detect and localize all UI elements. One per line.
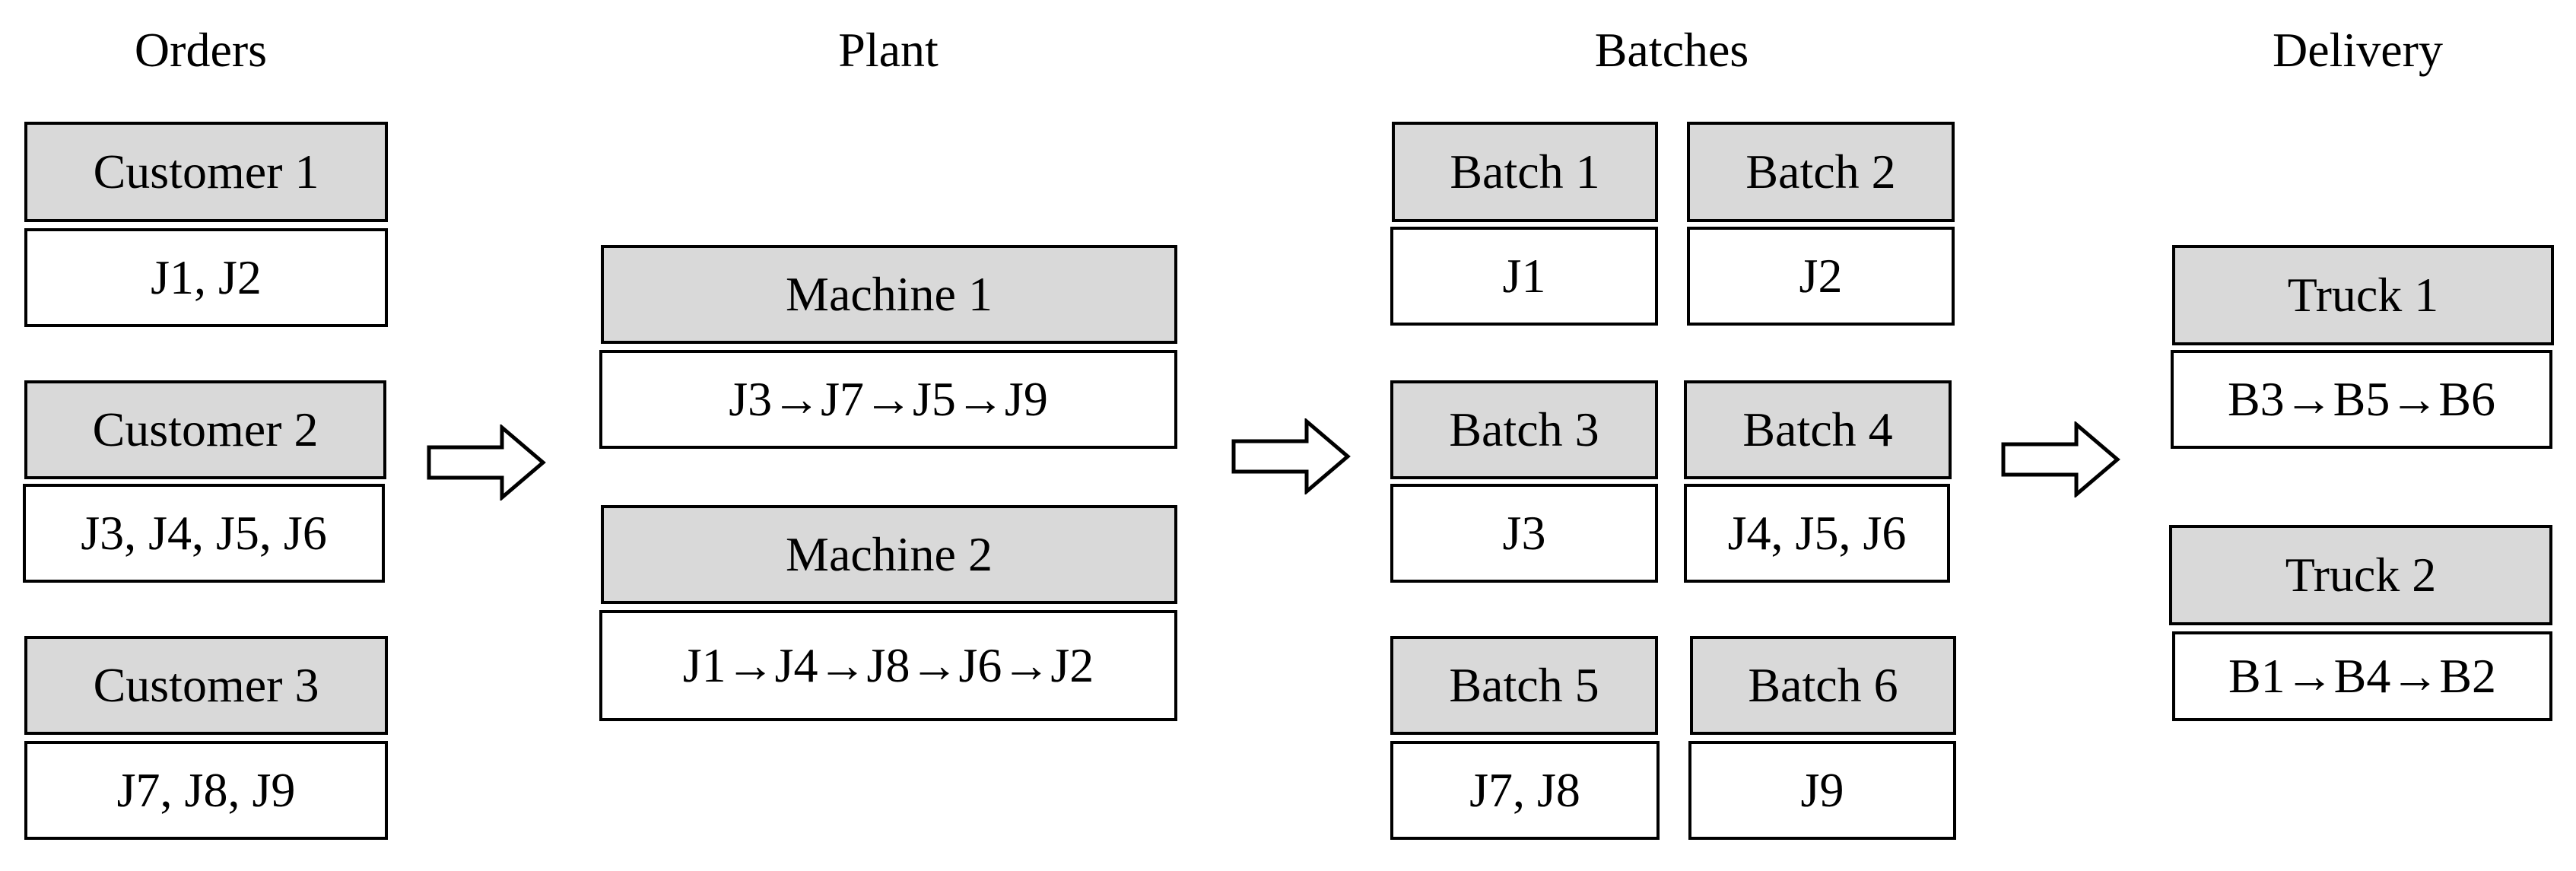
batch-6-jobs: J9 xyxy=(1688,741,1956,840)
batch-4-jobs: J4, J5, J6 xyxy=(1684,484,1950,583)
batch-6-header: Batch 6 xyxy=(1690,636,1956,735)
batch-3-jobs: J3 xyxy=(1390,484,1658,583)
customer-2-header: Customer 2 xyxy=(24,380,386,479)
heading-orders: Orders xyxy=(134,23,268,77)
batch-5-header: Batch 5 xyxy=(1390,636,1658,735)
machine-2-header: Machine 2 xyxy=(601,505,1177,604)
customer-3-header: Customer 3 xyxy=(24,636,388,735)
machine-1-header: Machine 1 xyxy=(601,245,1177,344)
machine-1-sequence: J3→J7→J5→J9 xyxy=(599,350,1177,449)
machine-2-sequence: J1→J4→J8→J6→J2 xyxy=(599,610,1177,721)
truck-1-header: Truck 1 xyxy=(2172,245,2554,345)
batch-2-jobs: J2 xyxy=(1687,227,1955,326)
customer-1-jobs: J1, J2 xyxy=(24,228,388,327)
customer-2-jobs: J3, J4, J5, J6 xyxy=(23,484,385,583)
batch-1-jobs: J1 xyxy=(1390,227,1658,326)
batch-1-header: Batch 1 xyxy=(1392,122,1658,222)
customer-1-header: Customer 1 xyxy=(24,122,388,222)
flow-arrow-batches-to-delivery xyxy=(2001,421,2120,497)
heading-plant: Plant xyxy=(838,23,939,77)
flow-arrow-plant-to-batches xyxy=(1231,418,1351,494)
truck-2-route: B1→B4→B2 xyxy=(2172,631,2552,721)
heading-delivery: Delivery xyxy=(2273,23,2443,77)
truck-1-route: B3→B5→B6 xyxy=(2171,350,2552,449)
customer-3-jobs: J7, J8, J9 xyxy=(24,741,388,840)
heading-batches: Batches xyxy=(1594,23,1749,77)
batch-3-header: Batch 3 xyxy=(1390,380,1658,479)
batch-2-header: Batch 2 xyxy=(1687,122,1955,222)
batch-5-jobs: J7, J8 xyxy=(1390,741,1660,840)
flow-arrow-orders-to-plant xyxy=(427,424,546,501)
truck-2-header: Truck 2 xyxy=(2169,525,2552,625)
batch-4-header: Batch 4 xyxy=(1684,380,1952,479)
